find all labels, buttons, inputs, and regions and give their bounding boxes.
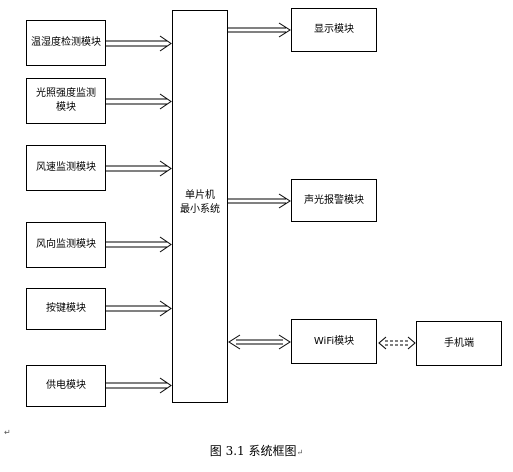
module-keypad-label: 按键模块 [46, 303, 86, 314]
arrow-temp-humidity-to-mcu [106, 35, 172, 52]
arrow-wind-speed-to-mcu [106, 160, 172, 177]
module-light-intensity-label: 光照强度监测模块 [36, 88, 96, 113]
module-wifi: WiFi模块 [291, 319, 377, 364]
phone-terminal: 手机端 [416, 321, 502, 366]
module-power-supply-label: 供电模块 [46, 380, 86, 391]
caption-number: 图 3.1 [209, 444, 245, 458]
module-temp-humidity-label: 温湿度检测模块 [31, 37, 101, 48]
arrow-wind-direction-to-mcu [106, 236, 172, 253]
arrow-keypad-to-mcu [106, 300, 172, 317]
arrow-mcu-to-alarm [228, 193, 291, 209]
module-power-supply: 供电模块 [26, 365, 106, 407]
figure-caption: 图 3.1 系统框图↵ [0, 442, 513, 459]
caption-text: 系统框图 [248, 444, 297, 458]
module-display: 显示模块 [291, 8, 377, 52]
arrow-light-to-mcu [106, 93, 172, 110]
mcu-minimum-system-label: 单片机 最小系统 [172, 189, 228, 217]
arrow-power-to-mcu [106, 377, 172, 394]
phone-terminal-label: 手机端 [444, 337, 474, 349]
module-wind-direction-label: 风向监测模块 [36, 239, 96, 250]
arrow-wifi-phone-wireless [378, 336, 416, 350]
mcu-label-line1: 单片机 [185, 190, 215, 201]
module-display-label: 显示模块 [314, 24, 354, 35]
module-temp-humidity: 温湿度检测模块 [26, 20, 106, 66]
module-wind-direction: 风向监测模块 [26, 222, 106, 268]
module-sound-light-alarm: 声光报警模块 [291, 179, 377, 222]
module-sound-light-alarm-label: 声光报警模块 [304, 194, 364, 206]
module-wifi-label: WiFi模块 [313, 335, 355, 347]
module-wind-speed: 风速监测模块 [26, 145, 106, 191]
arrow-mcu-wifi-bidirectional [228, 334, 291, 350]
module-keypad: 按键模块 [26, 288, 106, 330]
module-wind-speed-label: 风速监测模块 [36, 162, 96, 173]
mcu-minimum-system-box [172, 10, 228, 403]
module-light-intensity: 光照强度监测模块 [26, 78, 106, 124]
mcu-label-line2: 最小系统 [180, 204, 220, 215]
caption-end-mark-icon: ↵ [296, 448, 304, 457]
arrow-mcu-to-display [228, 22, 291, 38]
paragraph-mark-icon: ↵ [4, 428, 11, 437]
